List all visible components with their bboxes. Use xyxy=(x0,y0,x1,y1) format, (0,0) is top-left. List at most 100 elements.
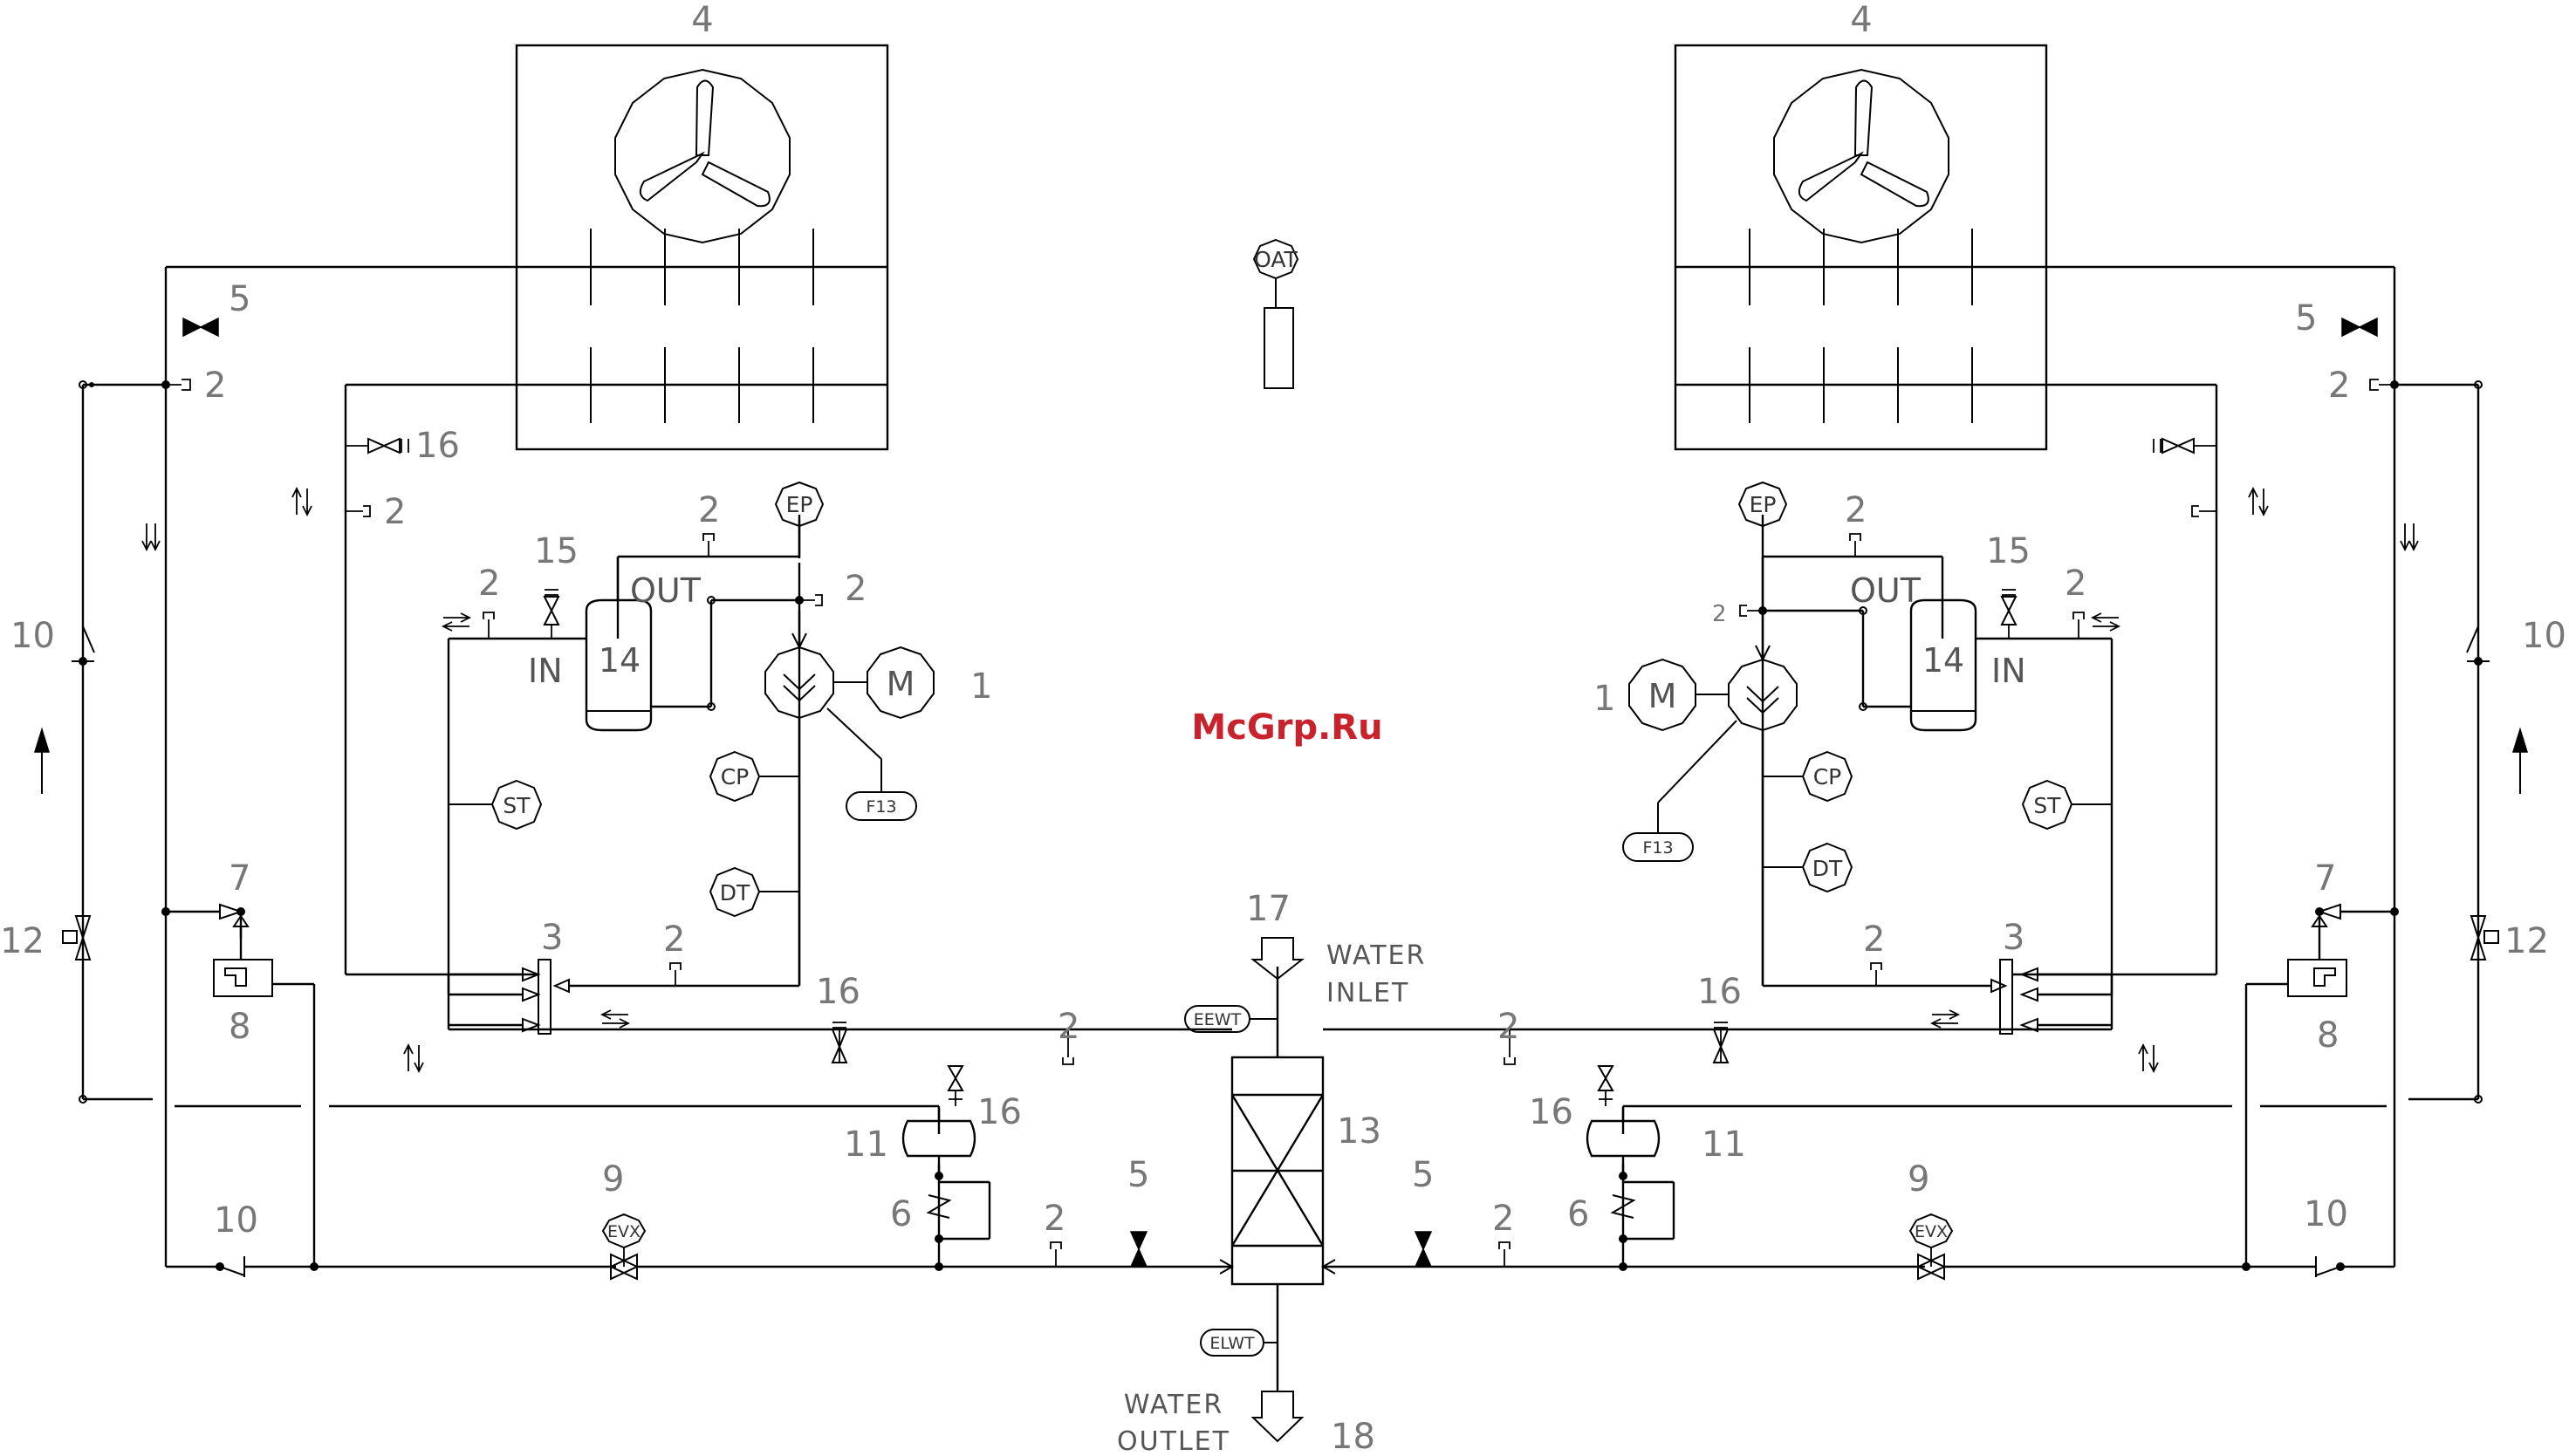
svg-text:8: 8 xyxy=(229,1007,250,1047)
svg-text:3: 3 xyxy=(2003,918,2024,958)
filter-drier-11-right: 11 xyxy=(1587,1106,1746,1176)
cp-right: CP xyxy=(1763,752,1852,801)
access-port-2d-right: 2 xyxy=(1845,490,1867,557)
svg-text:2: 2 xyxy=(2065,564,2086,604)
svg-text:5: 5 xyxy=(2295,298,2317,338)
svg-text:18: 18 xyxy=(1331,1417,1375,1456)
svg-text:2: 2 xyxy=(663,919,685,960)
svg-text:EVX: EVX xyxy=(1915,1222,1948,1241)
svg-text:11: 11 xyxy=(1702,1124,1746,1165)
four-way-valve-right: 3 xyxy=(1991,918,2038,1034)
access-port-2h-left: 2 xyxy=(1044,1199,1065,1267)
svg-text:2: 2 xyxy=(1863,919,1885,960)
flow-arrows-left-d xyxy=(443,613,469,631)
access-port-2a-left: 2 xyxy=(161,366,226,406)
svg-text:9: 9 xyxy=(1908,1159,1929,1200)
f13-right: F13 xyxy=(1623,721,1737,861)
access-port-2a-right: 2 xyxy=(2328,366,2399,406)
access-port-2g-right: 2 xyxy=(1497,1007,1519,1064)
svg-text:INLET: INLET xyxy=(1326,978,1409,1008)
dt-left: DT xyxy=(710,868,799,916)
access-port-2c-right: 2 xyxy=(2065,564,2086,639)
flow-arrows-left-b xyxy=(142,523,160,550)
svg-text:DT: DT xyxy=(1812,856,1843,881)
svg-text:OUT: OUT xyxy=(1850,571,1922,610)
flow-arrows-right-c xyxy=(2139,1045,2158,1071)
watermark: McGrp.Ru xyxy=(1191,707,1382,748)
flow-arrows-right-b xyxy=(2401,523,2418,550)
svg-text:OAT: OAT xyxy=(1254,247,1298,272)
svg-text:5: 5 xyxy=(1127,1155,1149,1195)
access-port-2e-left: 2 xyxy=(795,569,867,609)
st-left: ST xyxy=(449,781,541,829)
oat-sensor: OAT xyxy=(1254,240,1298,388)
svg-text:9: 9 xyxy=(602,1159,624,1200)
access-port-2e-right: 2 xyxy=(1712,601,1767,627)
svg-text:OUT: OUT xyxy=(630,571,702,610)
access-port-2c-left: 2 xyxy=(478,564,500,639)
flow-arrows-left-c xyxy=(404,1045,423,1071)
svg-text:M: M xyxy=(1648,677,1677,715)
four-way-valve-left: 3 xyxy=(523,918,569,1034)
svg-text:EVX: EVX xyxy=(607,1222,641,1241)
dt-right: DT xyxy=(1763,844,1852,892)
solenoid-5-right: 5 xyxy=(1412,1155,1434,1267)
svg-text:IN: IN xyxy=(528,652,563,690)
svg-text:4: 4 xyxy=(1850,0,1872,40)
condenser-left: 4 xyxy=(517,0,887,449)
receiver-14-left: 14 IN OUT xyxy=(528,557,799,730)
svg-text:IN: IN xyxy=(1991,652,2026,690)
access-port-2h-right: 2 xyxy=(1492,1199,1514,1267)
valve-12-left: 12 xyxy=(0,916,90,961)
svg-text:2: 2 xyxy=(1712,601,1727,627)
flow-arrows-right-a xyxy=(2249,489,2268,515)
evx-valve-9-right: EVX 9 xyxy=(1908,1159,1952,1279)
svg-text:10: 10 xyxy=(2304,1194,2348,1234)
water-outlet: 18 WATER OUTLET xyxy=(1117,1284,1375,1456)
access-port-2f-left: 2 xyxy=(663,919,685,986)
svg-text:7: 7 xyxy=(2314,858,2336,899)
flow-arrow-up-right xyxy=(2513,729,2527,794)
compressor-right: M 1 xyxy=(1593,660,1797,986)
elwt-sensor: ELWT xyxy=(1201,1330,1278,1356)
svg-text:WATER: WATER xyxy=(1326,940,1426,971)
svg-text:15: 15 xyxy=(1986,531,2031,571)
svg-text:2: 2 xyxy=(1497,1007,1519,1047)
valve-16-top-right xyxy=(2154,439,2216,453)
flow-arrows-left-a xyxy=(292,489,312,515)
check-valve-10-side-right: 10 xyxy=(2467,616,2566,666)
svg-text:5: 5 xyxy=(229,279,250,319)
svg-text:12: 12 xyxy=(0,921,45,961)
f13-left: F13 xyxy=(827,708,916,820)
svg-text:11: 11 xyxy=(844,1124,888,1165)
svg-text:M: M xyxy=(887,665,915,703)
svg-text:2: 2 xyxy=(2328,366,2350,406)
svg-text:1: 1 xyxy=(1593,679,1615,719)
arrow-to-compressor-right xyxy=(1756,557,1770,660)
valve-16-mid-left: 16 xyxy=(816,972,860,1063)
svg-text:ST: ST xyxy=(503,793,531,818)
check-valve-10-side-left: 10 xyxy=(10,616,94,666)
svg-text:15: 15 xyxy=(534,531,579,571)
svg-text:CP: CP xyxy=(721,764,750,790)
svg-text:2: 2 xyxy=(1044,1199,1065,1239)
evx-valve-9-left: EVX 9 xyxy=(602,1159,645,1279)
valve-16-mid-right: 16 xyxy=(1697,972,1742,1063)
svg-text:10: 10 xyxy=(2522,616,2566,656)
access-port-2b-right xyxy=(2192,506,2216,516)
condenser-right: 4 xyxy=(1675,0,2046,449)
receiver-14-right: 14 IN OUT xyxy=(1763,571,2026,730)
svg-text:7: 7 xyxy=(229,858,250,899)
svg-text:8: 8 xyxy=(2317,1015,2339,1056)
svg-text:16: 16 xyxy=(977,1092,1022,1132)
valve-15-left: 15 xyxy=(534,531,579,639)
flow-arrows-left-e xyxy=(602,1010,628,1028)
svg-text:DT: DT xyxy=(720,880,750,906)
valve-16-low-right: 16 xyxy=(1529,1066,1613,1132)
svg-text:EP: EP xyxy=(1750,492,1777,517)
svg-text:2: 2 xyxy=(1058,1007,1079,1047)
svg-text:F13: F13 xyxy=(866,797,896,817)
access-port-2d-left: 2 xyxy=(698,490,720,557)
svg-text:WATER: WATER xyxy=(1124,1390,1223,1420)
